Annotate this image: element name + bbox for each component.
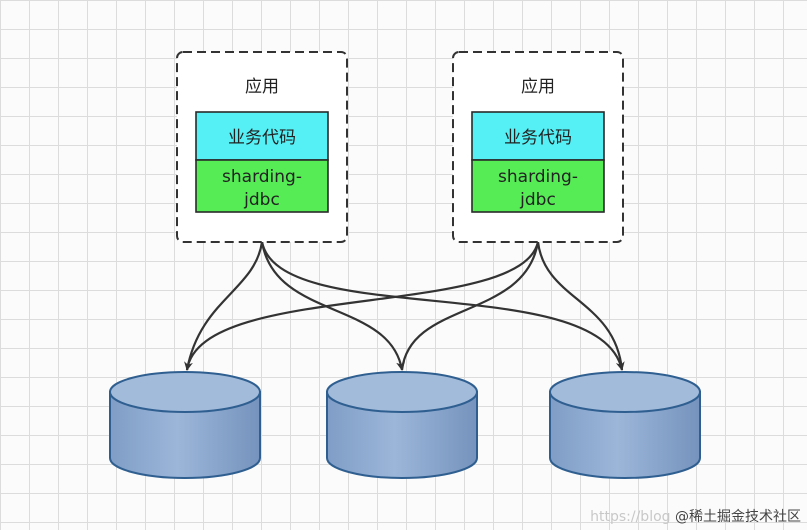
connector-app1-db3: [260, 241, 625, 371]
sharding-jdbc-label-line1: sharding-: [222, 167, 302, 187]
database-top: [109, 371, 261, 413]
app-container-1: 应用 业务代码 sharding- jdbc: [176, 51, 348, 243]
connector-app1-db2: [260, 241, 406, 371]
database-2: [326, 371, 478, 479]
sharding-jdbc-layer: [195, 159, 329, 213]
app-title: 应用: [245, 77, 279, 97]
database-top: [549, 371, 701, 413]
watermark-text: @稀土掘金技术社区: [675, 509, 801, 525]
database-body: [109, 391, 261, 479]
watermark: https://blog @稀土掘金技术社区: [590, 506, 801, 526]
app-title: 应用: [521, 77, 555, 97]
sharding-jdbc-layer: [471, 159, 605, 213]
database-body: [549, 391, 701, 479]
database-top: [326, 371, 478, 413]
database-body: [326, 391, 478, 479]
database-1: [109, 371, 261, 479]
sharding-jdbc-label-line2: jdbc: [243, 190, 280, 210]
business-code-layer: [195, 111, 329, 161]
connector-app2-db1: [185, 241, 540, 371]
business-code-label: 业务代码: [504, 128, 572, 148]
sharding-jdbc-label-line1: sharding-: [498, 167, 578, 187]
connector-app2-db2: [400, 241, 540, 371]
app-container-2: 应用 业务代码 sharding- jdbc: [452, 51, 624, 243]
business-code-label: 业务代码: [228, 128, 296, 148]
sharding-jdbc-label-line2: jdbc: [519, 190, 556, 210]
connectors: [184, 241, 625, 371]
connector-app2-db3: [536, 241, 624, 371]
database-3: [549, 371, 701, 479]
watermark-url: https://blog: [590, 509, 671, 525]
connector-app1-db1: [184, 241, 264, 371]
